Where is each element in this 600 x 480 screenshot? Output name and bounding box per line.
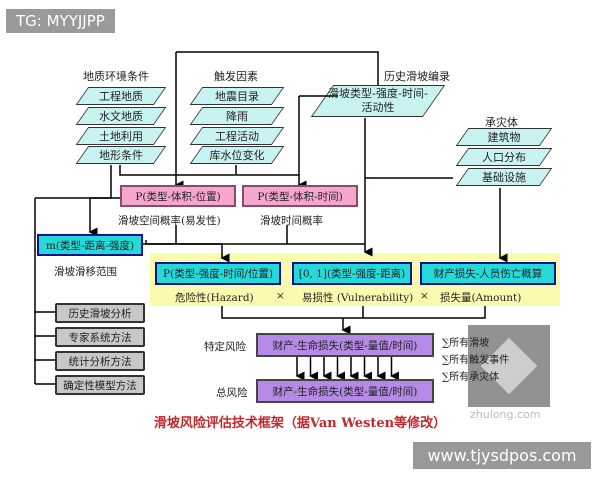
trigger-item: 降雨 [196, 107, 278, 125]
total-risk-box: 财产-生命损失(类型-量值/时间) [256, 379, 434, 403]
element-item: 建筑物 [462, 128, 546, 146]
times-sign: × [276, 290, 285, 302]
runout-label: 滑坡滑移范围 [54, 266, 117, 278]
runout-box: m(类型-距离-强度) [37, 234, 143, 256]
vulnerability-box: [0, 1](类型-强度-距离) [292, 262, 412, 285]
temporal-probability-label: 滑坡时间概率 [260, 215, 323, 227]
hazard-label: 危险性(Hazard) [175, 292, 254, 304]
spatial-probability-box: P(类型-体积-位置) [120, 185, 236, 207]
history-header: 历史滑坡编录 [384, 70, 450, 83]
trigger-header: 触发因素 [214, 70, 258, 83]
geo-header: 地质环境条件 [83, 70, 149, 83]
trigger-item: 工程活动 [196, 127, 278, 145]
amount-box: 财产损失-人员伤亡概算 [420, 262, 556, 285]
method-item: 专家系统方法 [55, 327, 145, 347]
geo-item: 地形条件 [82, 146, 160, 164]
watermark-text: zhulong.com [470, 408, 541, 421]
sum-label: ∑所有滑坡 [442, 338, 490, 349]
watermark-logo [468, 325, 550, 407]
trigger-item: 地震目录 [196, 87, 278, 105]
geo-item: 土地利用 [82, 127, 160, 145]
spatial-probability-label: 滑坡空间概率(易发性) [118, 215, 221, 227]
sum-label: ∑所有承灾体 [442, 372, 500, 383]
history-item: 滑坡类型-强度-时间-活动性 [322, 85, 434, 117]
elements-header: 承灾体 [485, 116, 518, 129]
diagram-title: 滑坡风险评估技术框架（据Van Westen等修改） [153, 416, 447, 431]
times-sign: × [420, 290, 429, 302]
sum-label: ∑所有触发事件 [442, 355, 510, 366]
trigger-item: 库水位变化 [196, 146, 278, 164]
vulnerability-label: 易损性 (Vulnerability) [302, 292, 414, 304]
geo-item: 工程地质 [82, 87, 160, 105]
element-item: 基础设施 [462, 168, 546, 186]
method-item: 历史滑坡分析 [55, 303, 145, 323]
method-item: 确定性模型方法 [55, 375, 145, 395]
geo-item: 水文地质 [82, 107, 160, 125]
hazard-box: P(类型-强度-时间/位置) [155, 262, 281, 285]
element-item: 人口分布 [462, 148, 546, 166]
footer-url: www.tjysdpos.com [413, 442, 591, 469]
specific-risk-box: 财产-生命损失(类型-量值/时间) [256, 333, 434, 357]
amount-label: 损失量(Amount) [440, 292, 522, 304]
method-item: 统计分析方法 [55, 351, 145, 371]
channel-badge: TG: MYYJJPP [6, 9, 115, 33]
temporal-probability-box: P(类型-体积-时间) [242, 185, 358, 207]
total-risk-label: 总风险 [216, 387, 248, 399]
specific-risk-label: 特定风险 [204, 341, 246, 353]
